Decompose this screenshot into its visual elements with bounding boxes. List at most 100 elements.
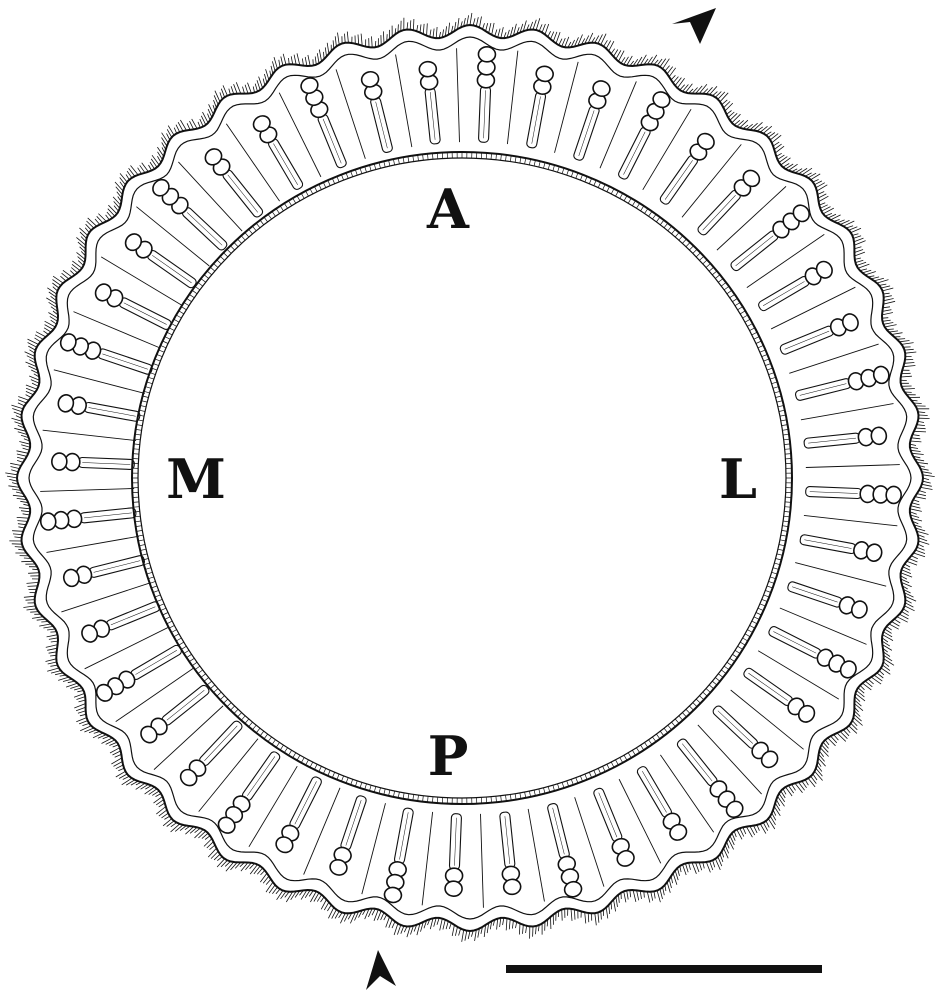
- ray: [38, 482, 138, 531]
- ray-stalk-core: [124, 303, 167, 325]
- ray: [357, 54, 418, 154]
- ray-stalk-core: [187, 212, 222, 245]
- ray-stalk-core: [810, 492, 858, 494]
- ray-bead: [870, 427, 887, 445]
- ray-stalk-core: [88, 407, 135, 416]
- ray-separator: [575, 797, 604, 886]
- ray: [474, 810, 523, 907]
- ray-separator: [795, 563, 886, 587]
- ray-bead: [51, 453, 67, 471]
- ray-stalk-core: [763, 281, 804, 305]
- ray-stalk-core: [247, 756, 275, 795]
- ray: [522, 801, 583, 904]
- ray-stalk-core: [454, 818, 456, 866]
- ray-bead: [503, 878, 521, 895]
- ray-separator: [789, 344, 878, 373]
- ray-stalk-core: [624, 132, 646, 175]
- ray: [655, 122, 741, 221]
- inner-striated-ring: [132, 152, 792, 804]
- ray-bead: [40, 512, 57, 530]
- ray: [46, 530, 146, 591]
- ray-stalk-core: [703, 195, 736, 230]
- ray: [475, 47, 518, 145]
- ray-stalk-core: [665, 160, 693, 199]
- ray-separator: [40, 488, 134, 491]
- ray-stalk-core: [204, 726, 237, 761]
- arrowhead-icon: [366, 950, 396, 990]
- ray-stalk-core: [748, 673, 787, 701]
- ray-stalk-core: [785, 331, 829, 349]
- ray-stalk-core: [111, 607, 155, 625]
- ray-separator: [336, 69, 365, 158]
- ray-stalk-core: [323, 119, 341, 163]
- ray-bead: [478, 47, 496, 63]
- ray-separator: [507, 51, 517, 144]
- inner-ring-striations: [132, 152, 792, 804]
- ray-separator: [54, 370, 145, 394]
- ray: [804, 483, 902, 526]
- ray-stalk-core: [804, 540, 851, 549]
- ray-stalk-core: [642, 771, 666, 812]
- ray-stalk-core: [82, 462, 130, 464]
- ray-stalk-core: [553, 808, 565, 855]
- arrowhead-icon: [672, 8, 716, 44]
- ray-stalk-core: [484, 90, 486, 138]
- ray-stalk-core: [135, 650, 176, 674]
- ray-separator: [43, 430, 136, 440]
- ray: [727, 663, 826, 749]
- ray: [361, 802, 417, 904]
- ray-stalk-core: [84, 513, 132, 518]
- ray-separator: [801, 404, 894, 420]
- ray: [523, 55, 579, 154]
- ray: [150, 160, 247, 255]
- ray-stalk-core: [152, 255, 191, 283]
- ray-stalk-core: [94, 561, 141, 573]
- ray-separator: [362, 803, 386, 894]
- ray-stalk-core: [273, 143, 297, 184]
- ray-bead: [445, 881, 463, 897]
- outer-wall-inner-line: [29, 37, 911, 919]
- ray-stalk-core: [682, 744, 712, 782]
- ray: [802, 426, 899, 475]
- ray: [422, 812, 465, 907]
- ray: [197, 735, 284, 836]
- ray: [418, 48, 467, 145]
- ray-stalk-core: [800, 384, 847, 396]
- ray-separator: [61, 583, 150, 612]
- label-anterior: A: [426, 177, 470, 241]
- ray: [569, 69, 636, 170]
- ray-stalk-core: [430, 92, 435, 140]
- ray-bead: [419, 61, 437, 78]
- ray-separator: [422, 812, 432, 905]
- ray-stalk-core: [376, 102, 388, 149]
- ray-bead: [886, 486, 902, 504]
- ray: [778, 577, 879, 644]
- scale-bar: [506, 965, 822, 973]
- ray-stalk-core: [808, 438, 856, 443]
- ray-separator: [480, 814, 483, 908]
- ray-stalk-core: [773, 632, 816, 654]
- ray-stalk-core: [228, 175, 258, 213]
- ray: [794, 531, 893, 587]
- ray: [58, 311, 162, 379]
- ray: [793, 365, 896, 426]
- ray-separator: [46, 536, 139, 552]
- label-posterior: P: [428, 724, 469, 788]
- ray-stalk-core: [399, 812, 408, 859]
- ray: [299, 67, 372, 171]
- ray-stalk-core: [505, 816, 510, 864]
- ray-separator: [806, 465, 900, 468]
- ray: [304, 786, 371, 887]
- ray-stalk-core: [736, 236, 774, 266]
- ray-stalk-core: [599, 793, 617, 837]
- ray: [41, 430, 136, 473]
- inner-ring-outer-edge: [132, 152, 792, 804]
- label-medial: M: [166, 447, 226, 511]
- ray-stalk-core: [167, 690, 205, 720]
- ray: [47, 370, 146, 426]
- ray-stalk-core: [718, 711, 753, 744]
- label-lateral: L: [719, 447, 757, 511]
- ray-stalk-core: [295, 781, 317, 824]
- inner-ring-inner-edge: [138, 158, 786, 798]
